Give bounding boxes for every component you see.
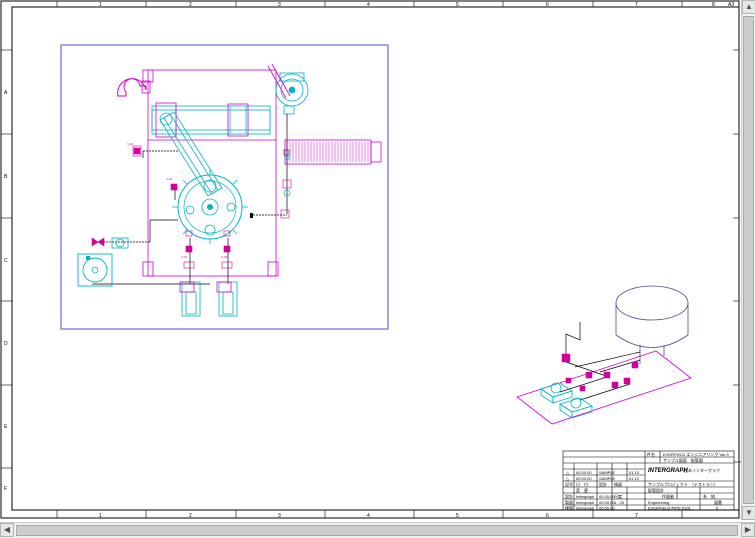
vertical-scroll-thumb[interactable] bbox=[743, 16, 754, 504]
tb-row2-name: Intergraph bbox=[576, 500, 594, 505]
drawing-frame bbox=[11, 6, 740, 511]
tb-rev-date-1: 00.00.00 bbox=[576, 470, 592, 475]
tb-company-logo: INTERGRAPH bbox=[648, 468, 688, 474]
ruler-num-1: 1 bbox=[99, 2, 102, 8]
tb-row1-name: Intergraph bbox=[576, 494, 594, 499]
plan-small-markers bbox=[250, 149, 291, 218]
tb-label-title: 件名 bbox=[647, 451, 655, 457]
ruler-num-2: 2 bbox=[189, 2, 192, 8]
tb-row1-date: 00.00.00 bbox=[599, 494, 615, 499]
side-ruler bbox=[1, 49, 739, 469]
ruler-num-8: 8 bbox=[712, 2, 715, 8]
ruler-corner-label: A3 bbox=[728, 2, 734, 8]
left-tank bbox=[77, 237, 129, 287]
incline-conveyor bbox=[159, 111, 223, 197]
svg-text:V-03: V-03 bbox=[166, 177, 173, 181]
tb-row1-role: 設計 bbox=[565, 493, 573, 499]
tb-row3-date: 00.00.00 bbox=[599, 506, 615, 511]
triangle-left-icon[interactable]: ◀ bbox=[0, 523, 14, 537]
tb-row1-system-label: 系 統 bbox=[703, 493, 715, 499]
tb-revision: 0 bbox=[716, 506, 719, 511]
ruler-num-bottom-7: 7 bbox=[635, 513, 638, 519]
triangle-up-icon[interactable]: ▲ bbox=[742, 0, 755, 14]
plan-tags: V-01 V-02 V-03 V-04 bbox=[127, 142, 228, 259]
tb-head-check: 検図 bbox=[614, 481, 622, 487]
iso-pumps bbox=[540, 382, 593, 419]
ruler-letter-a: A bbox=[4, 90, 8, 96]
tb-drawing-number: EVERFIELD-PIPE-0101 bbox=[648, 506, 692, 511]
ruler-num-bottom-4: 4 bbox=[367, 513, 370, 519]
tb-rev-by-2: SAMPLE bbox=[599, 476, 616, 481]
tb-row3-name: Intergraph bbox=[576, 506, 594, 511]
svg-text:V-02: V-02 bbox=[221, 255, 228, 259]
iso-storage-tank bbox=[615, 285, 689, 364]
ruler-num-3: 3 bbox=[278, 2, 281, 8]
ruler-num-bottom-6: 6 bbox=[546, 513, 549, 519]
tb-rev-mark-2: △ bbox=[566, 476, 570, 481]
tb-row2-engineering: Engineering bbox=[648, 500, 669, 505]
tb-rev-by-1: SAMPLE bbox=[599, 470, 616, 475]
plan-view-border bbox=[60, 44, 389, 330]
tb-dept: 配管設計 bbox=[648, 487, 664, 493]
drawing-sheet: 1 2 3 4 5 6 7 8 A3 1 2 3 4 5 6 7 A B C D… bbox=[0, 0, 741, 519]
horizontal-scroll-thumb[interactable] bbox=[16, 525, 738, 536]
bottom-pumps bbox=[179, 281, 238, 317]
triangle-right-icon[interactable]: ▶ bbox=[741, 523, 755, 537]
isometric-view bbox=[516, 285, 692, 425]
ruler-num-5: 5 bbox=[456, 2, 459, 8]
ruler-letter-e: E bbox=[4, 424, 8, 430]
tb-rev-mark-1: △ bbox=[566, 470, 570, 475]
tb-head-change: 変 更 bbox=[576, 487, 588, 493]
horizontal-scrollbar[interactable]: ◀ ▶ bbox=[0, 522, 755, 538]
ruler-num-bottom-5: 5 bbox=[456, 513, 459, 519]
svg-text:V-01: V-01 bbox=[181, 255, 188, 259]
tb-row1-drawn-label: 作図者 bbox=[662, 493, 674, 499]
ruler-num-7: 7 bbox=[635, 2, 638, 8]
structure-outline bbox=[142, 69, 279, 277]
svg-text:V-04: V-04 bbox=[127, 142, 134, 146]
ruler-letter-d: D bbox=[4, 341, 8, 347]
ring-duct bbox=[117, 78, 151, 97]
tb-head-mark: 記号 bbox=[565, 481, 573, 487]
plan-view: V-01 V-02 V-03 V-04 bbox=[60, 44, 389, 330]
feed-hopper bbox=[267, 63, 309, 115]
tb-rev-date-2: 00.00.00 bbox=[576, 476, 592, 481]
iso-piping bbox=[559, 322, 641, 401]
tb-row1-scale-label: 尺度 bbox=[614, 493, 622, 499]
top-duct bbox=[151, 102, 271, 138]
ruler-num-bottom-3: 3 bbox=[278, 513, 281, 519]
ruler-num-4: 4 bbox=[367, 2, 370, 8]
ruler-num-6: 6 bbox=[546, 2, 549, 8]
tb-row2-role: 製図 bbox=[565, 499, 573, 505]
tb-project-name: サンプルプロジェクト （テストラン） bbox=[648, 481, 718, 487]
ruler-letter-f: F bbox=[4, 486, 7, 492]
reactor-vessel bbox=[172, 170, 248, 244]
tb-title-line1: EVERFIELD エンジニアリング Ver.3 bbox=[663, 451, 729, 457]
title-block bbox=[562, 450, 741, 511]
ruler-letter-c: C bbox=[4, 258, 8, 264]
tb-rev-no-1: 01.10 bbox=[629, 470, 640, 475]
ruler-num-bottom-1: 1 bbox=[99, 513, 102, 519]
tb-title-line2: サンプル図面 配管図 bbox=[663, 457, 703, 463]
tb-drawing-no-label: 図番 bbox=[714, 499, 722, 505]
tb-row2-date: 00.00.00 bbox=[599, 500, 615, 505]
triangle-down-icon[interactable]: ▼ bbox=[742, 506, 755, 520]
tb-row3-role: 検図 bbox=[565, 505, 573, 511]
valves-plan bbox=[91, 145, 292, 269]
vertical-scrollbar[interactable]: ▲ ▼ bbox=[741, 0, 755, 520]
top-ruler bbox=[56, 1, 683, 518]
ruler-letter-b: B bbox=[4, 174, 8, 180]
iso-valves bbox=[561, 353, 639, 392]
tb-head-design: 設計 bbox=[599, 481, 607, 487]
ruler-num-bottom-2: 2 bbox=[189, 513, 192, 519]
tb-rev-no-2: 01.10 bbox=[629, 476, 640, 481]
right-belt-conveyor bbox=[284, 139, 382, 165]
tb-row2-scale: 1 : 20 bbox=[614, 500, 625, 505]
tb-company-jp: 日本インターグラフ bbox=[684, 467, 720, 473]
tb-head-date: 日 付 bbox=[576, 481, 588, 487]
